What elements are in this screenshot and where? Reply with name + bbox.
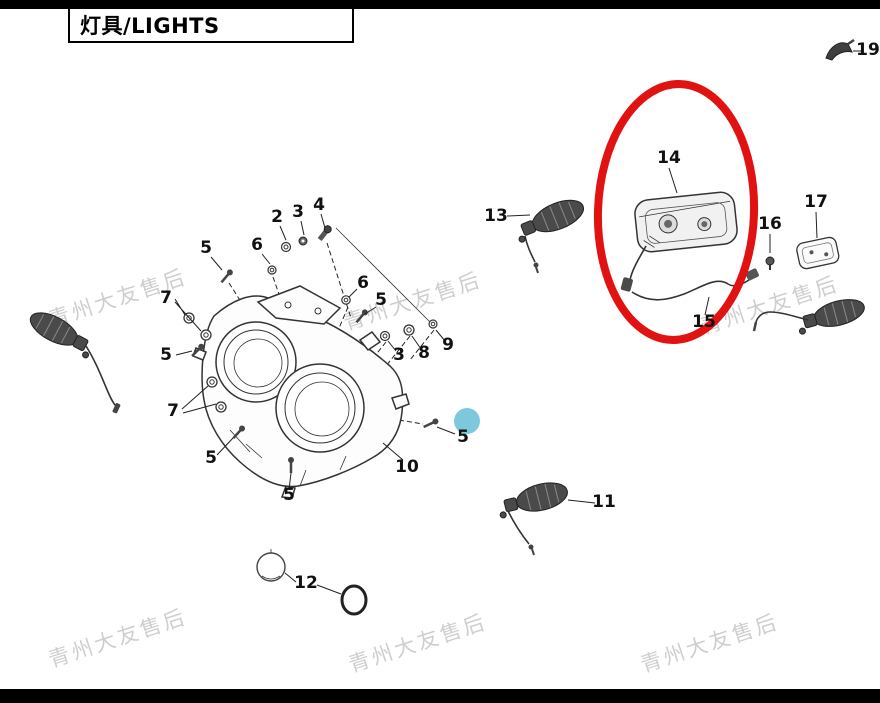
page-title: 灯具/LIGHTS bbox=[80, 14, 220, 38]
tail-light-14 bbox=[634, 191, 738, 253]
turn-signal-11 bbox=[499, 482, 568, 556]
highlight-ellipse bbox=[593, 80, 759, 344]
watermark-text: 青州大友售后 bbox=[346, 610, 490, 677]
watermark-text: 青州大友售后 bbox=[46, 605, 190, 672]
part-label-2: 2 bbox=[271, 207, 283, 227]
turn-signal-13 bbox=[518, 199, 585, 274]
highlight-dot bbox=[454, 408, 480, 434]
part-labels: 19 14 13 17 16 15 2 3 4 5 6 6 5 7 5 7 5 … bbox=[160, 40, 880, 593]
watermarks: 青州大友售后 青州大友售后 青州大友售后 青州大友售后 青州大友售后 青州大友售… bbox=[46, 265, 842, 677]
title-box: 灯具/LIGHTS bbox=[68, 9, 354, 43]
part-label-5d: 5 bbox=[205, 448, 217, 468]
part-label-9: 9 bbox=[442, 335, 454, 355]
part-label-4: 4 bbox=[313, 195, 325, 215]
turn-signal-front-right bbox=[752, 299, 865, 335]
part-label-7b: 7 bbox=[167, 401, 179, 421]
part-label-16: 16 bbox=[758, 214, 782, 234]
clamp-19 bbox=[825, 38, 855, 61]
part-label-5e: 5 bbox=[283, 485, 295, 505]
part-label-5c: 5 bbox=[160, 345, 172, 365]
part-label-12: 12 bbox=[294, 573, 318, 593]
part-label-13: 13 bbox=[484, 206, 508, 226]
part-label-17: 17 bbox=[804, 192, 828, 212]
part-label-3a: 3 bbox=[292, 202, 304, 222]
headlight-assembly bbox=[192, 285, 410, 499]
part-label-3b: 3 bbox=[393, 345, 405, 365]
fasteners bbox=[183, 225, 439, 473]
bottom-black-bar bbox=[0, 689, 880, 703]
part-label-5a: 5 bbox=[200, 238, 212, 258]
part-label-19: 19 bbox=[856, 40, 880, 60]
top-black-bar bbox=[0, 0, 880, 9]
part-label-10: 10 bbox=[395, 457, 419, 477]
part-label-8: 8 bbox=[418, 343, 430, 363]
part-label-6a: 6 bbox=[251, 235, 263, 255]
long-axis-line bbox=[335, 227, 433, 325]
lens-12 bbox=[256, 549, 368, 616]
leader-lines bbox=[174, 50, 862, 595]
part-label-11: 11 bbox=[592, 492, 616, 512]
part-label-5b: 5 bbox=[375, 290, 387, 310]
part-label-14: 14 bbox=[657, 148, 681, 168]
bolt-16 bbox=[765, 256, 775, 270]
reflector-17 bbox=[796, 236, 840, 270]
watermark-text: 青州大友售后 bbox=[638, 610, 782, 677]
part-label-7a: 7 bbox=[160, 288, 172, 308]
turn-signal-front-left bbox=[29, 312, 121, 414]
part-label-6b: 6 bbox=[357, 273, 369, 293]
tail-light-connector bbox=[620, 245, 647, 292]
part-label-5f: 5 bbox=[457, 427, 469, 447]
part-label-15: 15 bbox=[692, 312, 716, 332]
